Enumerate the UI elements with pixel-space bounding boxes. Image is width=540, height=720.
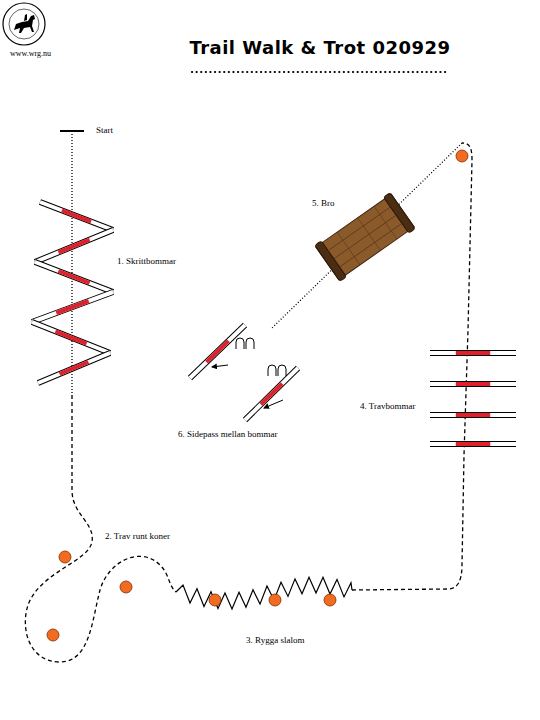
station-label: 4. Travbommar <box>360 402 416 412</box>
pole <box>245 368 298 420</box>
title-underline <box>192 71 448 73</box>
pole <box>430 382 516 386</box>
station-label: 3. Rygga slalom <box>246 636 304 646</box>
pole <box>32 292 113 322</box>
pole-outline <box>35 262 113 292</box>
pole <box>32 322 110 353</box>
back-slalom-track <box>176 577 352 609</box>
sidepass-poles <box>190 325 298 420</box>
pole <box>430 351 516 355</box>
pole-stripe <box>56 301 88 313</box>
pole-stripe <box>55 331 86 343</box>
pole-outline <box>430 412 516 418</box>
route-dotted <box>272 143 462 328</box>
route-dashed <box>25 395 176 662</box>
sidepass-arrows <box>212 338 286 408</box>
pole-stripe <box>62 210 91 221</box>
pole-stripe <box>456 382 490 386</box>
pole-stripe <box>60 362 89 374</box>
pole-stripe <box>456 351 490 355</box>
pole-outline <box>245 368 298 420</box>
pole-stripe <box>58 240 89 253</box>
club-logo <box>3 3 45 45</box>
pole-stripe <box>58 271 89 283</box>
pole-outline <box>430 381 516 387</box>
pole <box>38 353 110 383</box>
pole <box>35 262 113 292</box>
pole-outline <box>38 353 110 383</box>
pole <box>430 413 516 417</box>
station-label: 2. Trav runt koner <box>105 532 170 542</box>
pole-outline <box>32 322 110 353</box>
station-label: 6. Sidepass mellan bommar <box>178 430 277 440</box>
pole <box>430 442 516 446</box>
route-dotted <box>71 131 72 395</box>
pole-stripe <box>456 442 490 446</box>
station-label: 1. Skrittbommar <box>117 257 176 267</box>
trot-poles <box>430 353 516 444</box>
pole-outline <box>32 292 113 322</box>
pole-outline <box>190 325 245 378</box>
pole <box>40 202 113 230</box>
pole-stripe <box>456 413 490 417</box>
cones <box>47 150 468 641</box>
website-url: www.wrg.nu <box>10 50 51 59</box>
walk-poles <box>32 202 113 383</box>
pole-stripe <box>207 341 229 362</box>
pole <box>190 325 245 378</box>
station-label: 5. Bro <box>312 199 335 209</box>
pole <box>35 230 113 262</box>
start-label: Start <box>96 126 113 136</box>
pole-outline <box>430 441 516 447</box>
pole-outline <box>40 202 113 230</box>
pole-outline <box>430 350 516 356</box>
pole-outline <box>35 230 113 262</box>
title: Trail Walk & Trot 020929 <box>189 38 450 58</box>
